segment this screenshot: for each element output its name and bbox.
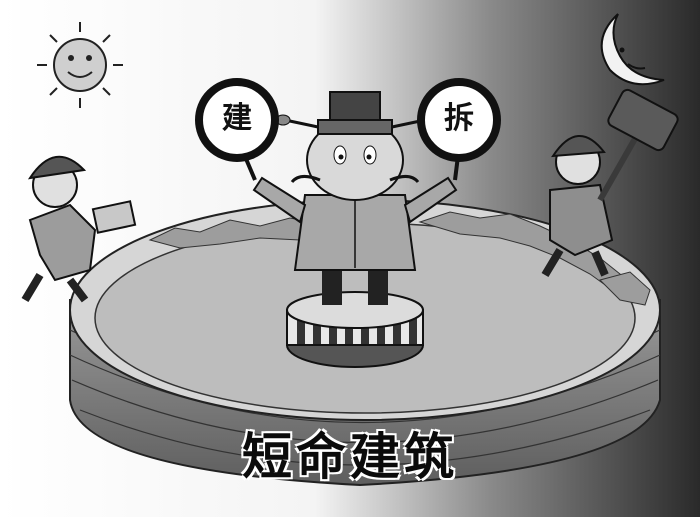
sun-icon: [37, 22, 123, 108]
worker-left: [21, 155, 137, 303]
caption-title: 短命建筑: [242, 428, 458, 486]
sign-right: [417, 78, 501, 181]
sign-left: [195, 78, 279, 181]
pedestal: [286, 291, 424, 368]
worker-right: [541, 88, 679, 278]
sign-right-label: 拆: [444, 101, 474, 136]
sign-left-label: 建: [222, 101, 252, 136]
moon-icon: [600, 13, 665, 86]
official-figure: [252, 91, 458, 305]
